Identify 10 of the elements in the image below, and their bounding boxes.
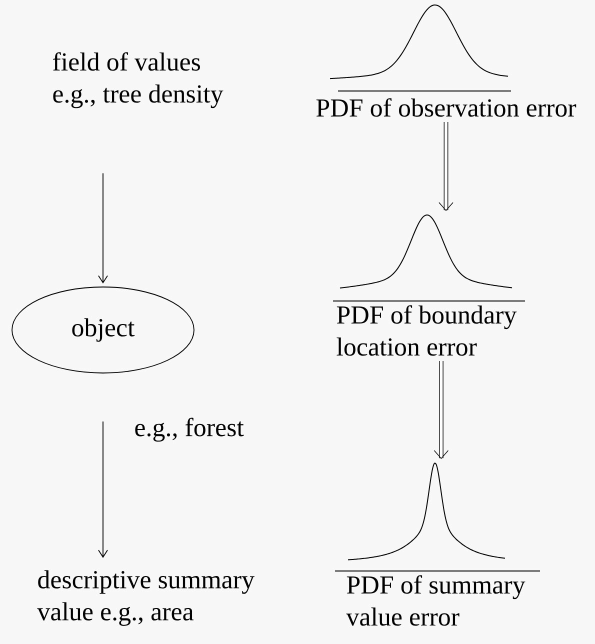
- text-label: PDF of boundary location error: [336, 305, 517, 356]
- arrow: [98, 421, 108, 558]
- edge-label: e.g., forest: [135, 418, 244, 442]
- text-label: field of values e.g., tree density: [53, 52, 224, 108]
- arrow: [434, 360, 449, 459]
- arrow: [438, 122, 454, 211]
- text-label: PDF of observation error: [316, 98, 576, 117]
- text-label: descriptive summary value e.g., area: [37, 570, 254, 626]
- arrow: [98, 172, 108, 284]
- text-label: PDF of summary value error: [346, 575, 526, 626]
